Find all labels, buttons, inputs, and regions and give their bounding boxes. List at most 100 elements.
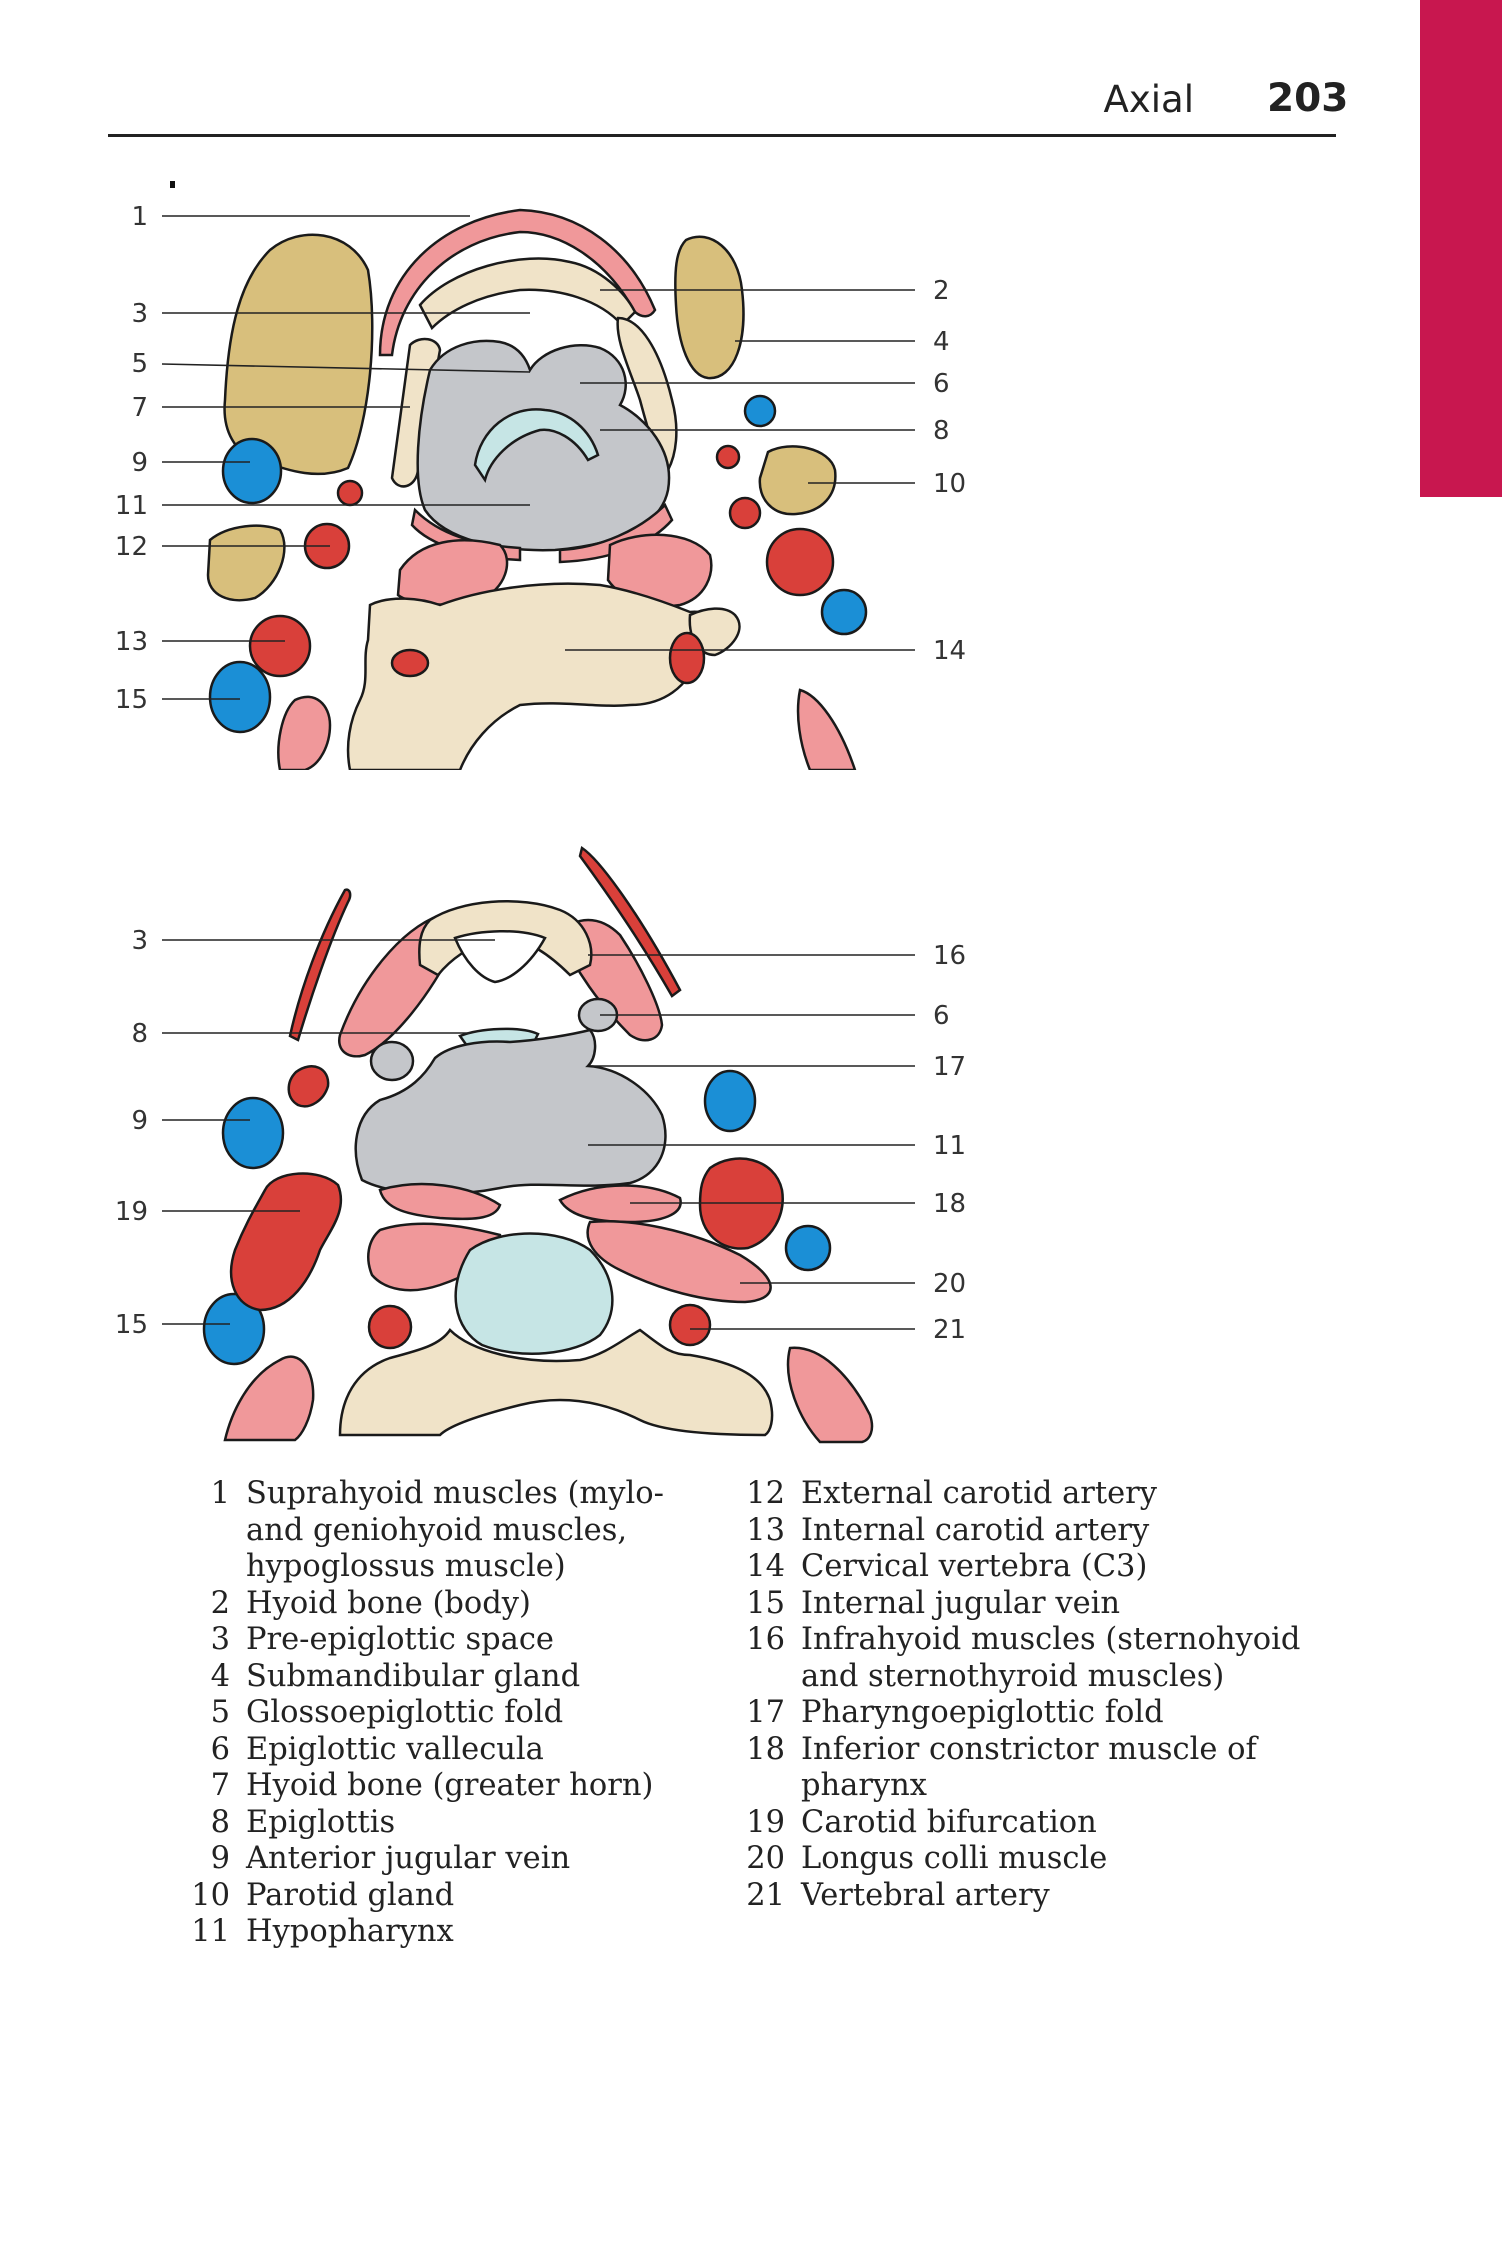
suprahyoid-muscle bbox=[378, 208, 657, 357]
hypopharynx bbox=[354, 1028, 667, 1196]
label-11b: 11 bbox=[933, 1131, 966, 1161]
label-3b: 3 bbox=[131, 926, 148, 956]
legend-item: 6 Epiglottic vallecula bbox=[180, 1732, 720, 1769]
legend-number: 10 bbox=[191, 1877, 230, 1913]
axial-diagram-top: 1 3 5 7 9 11 12 13 15 2 4 6 8 10 14 bbox=[0, 170, 1502, 770]
legend-item: 7 Hyoid bone (greater horn) bbox=[180, 1768, 720, 1805]
artery-small-left bbox=[336, 479, 364, 507]
muscle-lower-right bbox=[786, 1346, 874, 1444]
vein-right-upper bbox=[743, 394, 777, 428]
legend-text: Infrahyoid muscles (sternohyoid and ster… bbox=[801, 1622, 1301, 1694]
legend-number: 17 bbox=[746, 1695, 785, 1730]
pre-epiglottic-space bbox=[453, 930, 547, 984]
vertebral-artery bbox=[668, 1303, 712, 1347]
legend-text: Glossoepiglottic fold bbox=[246, 1695, 564, 1730]
legend-item: 5 Glossoepiglottic fold bbox=[180, 1695, 720, 1732]
axial-diagram-bottom: 3 8 9 19 15 16 6 17 11 18 20 21 bbox=[0, 840, 1502, 1450]
legend-number: 6 bbox=[210, 1731, 230, 1767]
vertebral-body-disc bbox=[454, 1232, 614, 1355]
legend-item: 19 Carotid bifurcation bbox=[735, 1805, 1335, 1842]
legend-text: Vertebral artery bbox=[801, 1877, 1050, 1913]
legend-text: Epiglottic vallecula bbox=[246, 1731, 544, 1767]
label-9: 9 bbox=[131, 448, 148, 478]
label-8: 8 bbox=[933, 416, 950, 446]
legend-number: 15 bbox=[746, 1585, 785, 1621]
label-17: 17 bbox=[933, 1052, 966, 1082]
cervical-vertebra bbox=[346, 582, 718, 770]
vertebral-artery bbox=[668, 631, 706, 685]
label-21: 21 bbox=[933, 1315, 966, 1345]
legend-text: Pharyngoepiglottic fold bbox=[801, 1695, 1164, 1730]
constrictor-muscle-left bbox=[378, 1182, 502, 1221]
legend-number: 9 bbox=[210, 1841, 230, 1876]
legend-text: External carotid artery bbox=[801, 1476, 1157, 1511]
label-1: 1 bbox=[131, 202, 148, 232]
legend-text: Suprahyoid muscles (mylo-and geniohyoid … bbox=[246, 1476, 664, 1584]
stray-mark bbox=[170, 181, 175, 188]
cervical-vertebra bbox=[338, 1328, 774, 1437]
label-6b: 6 bbox=[933, 1001, 950, 1031]
vein-right-lower bbox=[784, 1224, 832, 1272]
vein-right-lower bbox=[820, 588, 868, 636]
internal-jugular-vein bbox=[208, 660, 272, 734]
submandibular-gland-left bbox=[223, 233, 374, 476]
neck-muscle-left-strap bbox=[288, 888, 352, 1042]
thyroid-cartilage bbox=[418, 900, 593, 977]
legend-text: Hyoid bone (greater horn) bbox=[246, 1768, 654, 1803]
page-number: 203 bbox=[1267, 76, 1349, 121]
legend-item: 18 Inferior constrictor muscle of pharynx bbox=[735, 1732, 1335, 1805]
legend-number: 5 bbox=[210, 1695, 230, 1730]
legend-number: 7 bbox=[210, 1768, 230, 1803]
artery-right-mid bbox=[728, 496, 762, 530]
legend-text: Carotid bifurcation bbox=[801, 1804, 1097, 1840]
longus-colli-right bbox=[586, 1220, 772, 1304]
carotid-bifurcation bbox=[230, 1172, 343, 1312]
label-16: 16 bbox=[933, 941, 966, 971]
legend-number: 3 bbox=[210, 1622, 230, 1657]
internal-carotid-artery bbox=[248, 614, 312, 678]
legend-item: 9 Anterior jugular vein bbox=[180, 1841, 720, 1878]
legend-text: Epiglottis bbox=[246, 1804, 396, 1840]
label-4: 4 bbox=[933, 327, 950, 357]
longus-colli-left bbox=[367, 1222, 502, 1292]
label-12: 12 bbox=[115, 532, 148, 562]
muscle-lower-right bbox=[796, 688, 857, 770]
legend-text: Internal jugular vein bbox=[801, 1585, 1121, 1621]
anterior-jugular-vein bbox=[221, 1096, 285, 1170]
label-3: 3 bbox=[131, 299, 148, 329]
legend-number: 11 bbox=[191, 1914, 230, 1949]
legend-number: 2 bbox=[210, 1585, 230, 1621]
legend-text: Anterior jugular vein bbox=[246, 1841, 571, 1876]
neck-muscle-right-strap bbox=[578, 845, 682, 998]
legend-item: 4 Submandibular gland bbox=[180, 1659, 720, 1696]
vertebral-foramen-artery bbox=[390, 648, 430, 678]
legend-number: 19 bbox=[746, 1804, 785, 1840]
label-20: 20 bbox=[933, 1269, 966, 1299]
label-7: 7 bbox=[131, 393, 148, 423]
legend-number: 4 bbox=[210, 1658, 230, 1694]
legend-item: 11 Hypopharynx bbox=[180, 1914, 720, 1951]
label-13: 13 bbox=[115, 627, 148, 657]
legend-text: Inferior constrictor muscle of pharynx bbox=[801, 1731, 1257, 1804]
artery-right-large bbox=[765, 527, 835, 597]
legend-number: 18 bbox=[746, 1731, 785, 1767]
label-6: 6 bbox=[933, 369, 950, 399]
legend-text: Longus colli muscle bbox=[801, 1841, 1108, 1876]
legend-item: 17 Pharyngoepiglottic fold bbox=[735, 1695, 1335, 1732]
artery-right-small bbox=[715, 444, 741, 470]
legend-number: 1 bbox=[210, 1476, 230, 1511]
constrictor-muscle-right bbox=[558, 1184, 682, 1224]
legend-text: Submandibular gland bbox=[246, 1658, 581, 1694]
label-2: 2 bbox=[933, 276, 950, 306]
legend-text: Hypopharynx bbox=[246, 1914, 454, 1949]
legend-item: 1 Suprahyoid muscles (mylo-and geniohyoid… bbox=[180, 1476, 720, 1586]
legend-text: Internal carotid artery bbox=[801, 1512, 1150, 1548]
